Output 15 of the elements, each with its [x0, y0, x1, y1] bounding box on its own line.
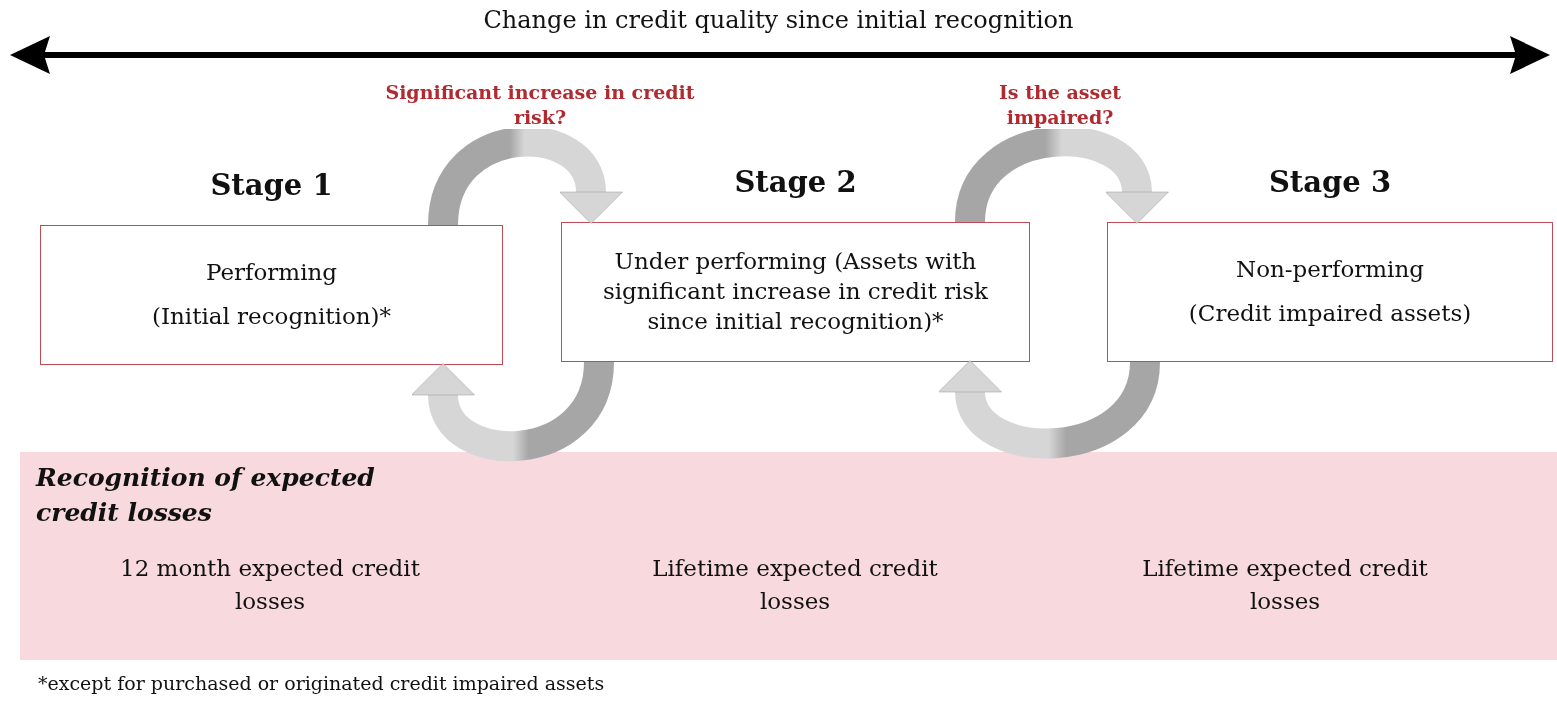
stage-description: (Initial recognition)*	[151, 302, 392, 331]
stage-description: (Credit impaired assets)	[1188, 299, 1472, 328]
footnote: *except for purchased or originated credit impaired assets	[38, 672, 605, 694]
stage-heading: Stage 3	[1267, 165, 1393, 199]
band-heading: Recognition of expected credit losses	[36, 462, 376, 529]
stage-heading: Stage 1	[209, 168, 334, 202]
stage-description: Non-performing	[1236, 255, 1424, 285]
loss-measure-text: Lifetime expected credit losses	[1141, 554, 1429, 617]
stage-description: Under performing (Assets with significant increase in credit risk since initial recognition)*	[601, 247, 990, 336]
loss-recognition-band	[20, 452, 1557, 660]
stage-description: Performing	[205, 258, 338, 288]
axis-title: Change in credit quality since initial recognition	[482, 6, 1075, 34]
stage-heading: Stage 2	[733, 165, 858, 199]
loss-measure-text: 12 month expected credit losses	[119, 554, 421, 617]
loss-measure-text: Lifetime expected credit losses	[651, 554, 939, 617]
